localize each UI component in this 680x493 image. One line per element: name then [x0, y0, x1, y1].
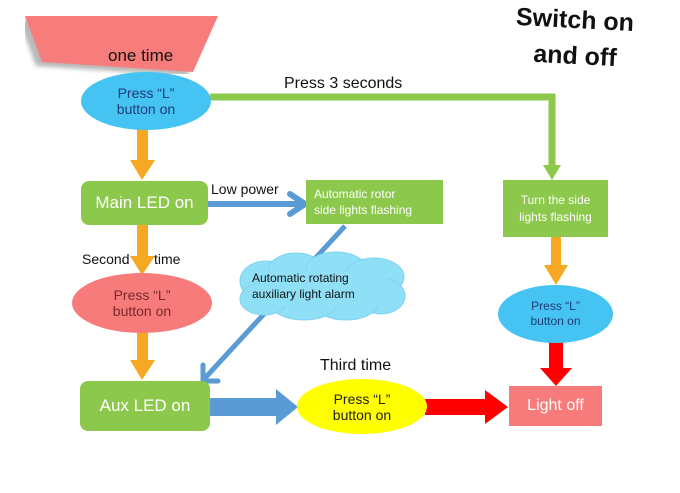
turn-side-lights-flashing-node: Turn the side lights flashing: [503, 180, 608, 237]
blue-arrowhead-low-power: [287, 191, 311, 217]
press-3-seconds-label: Press 3 seconds: [284, 75, 403, 92]
right-press-line2: button on: [530, 314, 581, 328]
light-off-node: Light off: [509, 386, 602, 426]
orange-arrow-shaft-1: [137, 128, 148, 162]
red-arrowhead-horizontal: [485, 390, 508, 424]
second-press-l-node: Press “L” button on: [72, 273, 212, 333]
orange-arrowhead-1: [130, 160, 155, 180]
blue-arrow-shaft-aux: [210, 398, 278, 416]
green-connector-press-3s: [210, 93, 556, 168]
orange-arrow-shaft-3: [137, 331, 148, 363]
second-press-line2: button on: [112, 303, 172, 319]
start-press-l-node: Press “L” button on: [81, 72, 211, 130]
red-arrow-shaft-vertical: [549, 341, 563, 371]
third-time-label: Third time: [320, 357, 392, 374]
aux-led-on-node: Aux LED on: [80, 381, 210, 431]
orange-arrow-shaft-4: [551, 237, 561, 267]
third-press-l-node: Press “L” button on: [297, 379, 427, 434]
time-label: time: [154, 251, 181, 267]
orange-arrowhead-2: [130, 256, 155, 275]
orange-arrowhead-3: [130, 360, 155, 380]
orange-arrowhead-4: [544, 265, 568, 285]
automatic-rotor-line2: side lights flashing: [314, 203, 413, 217]
alarm-cloud-line2: auxiliary light alarm: [252, 287, 355, 301]
main-led-on-node: Main LED on: [81, 181, 208, 225]
diagram-title: Switch on and off: [500, 2, 650, 74]
right-press-line1: Press “L”: [531, 299, 580, 313]
red-arrowhead-vertical: [540, 368, 572, 386]
right-press-l-node: Press “L” button on: [498, 285, 613, 343]
side-flash-line1: Turn the side: [520, 192, 591, 207]
automatic-rotor-line1: Automatic rotor: [314, 187, 396, 201]
start-press-line1: Press “L”: [117, 85, 175, 101]
green-arrowhead: [543, 165, 561, 180]
one-time-label: one time: [108, 46, 174, 65]
one-time-banner-shape: [25, 16, 218, 72]
alarm-cloud-line1: Automatic rotating: [252, 271, 349, 285]
alarm-cloud-shape: [239, 251, 406, 321]
second-label: Second: [82, 251, 130, 267]
second-press-line1: Press “L”: [113, 287, 171, 303]
alarm-cloud-text: Automatic rotating auxiliary light alarm: [252, 268, 402, 304]
third-press-line2: button on: [332, 406, 392, 423]
automatic-rotor-node: Automatic rotor side lights flashing: [306, 180, 443, 224]
title-line-2: and off: [532, 39, 618, 73]
side-flash-line2: lights flashing: [519, 209, 592, 224]
orange-arrow-shaft-2: [137, 224, 148, 260]
low-power-label: Low power: [211, 181, 279, 197]
third-press-line1: Press “L”: [333, 390, 391, 407]
start-press-line2: button on: [116, 101, 176, 117]
red-arrow-shaft-horizontal: [425, 399, 487, 415]
blue-arrowhead-aux: [276, 389, 298, 425]
